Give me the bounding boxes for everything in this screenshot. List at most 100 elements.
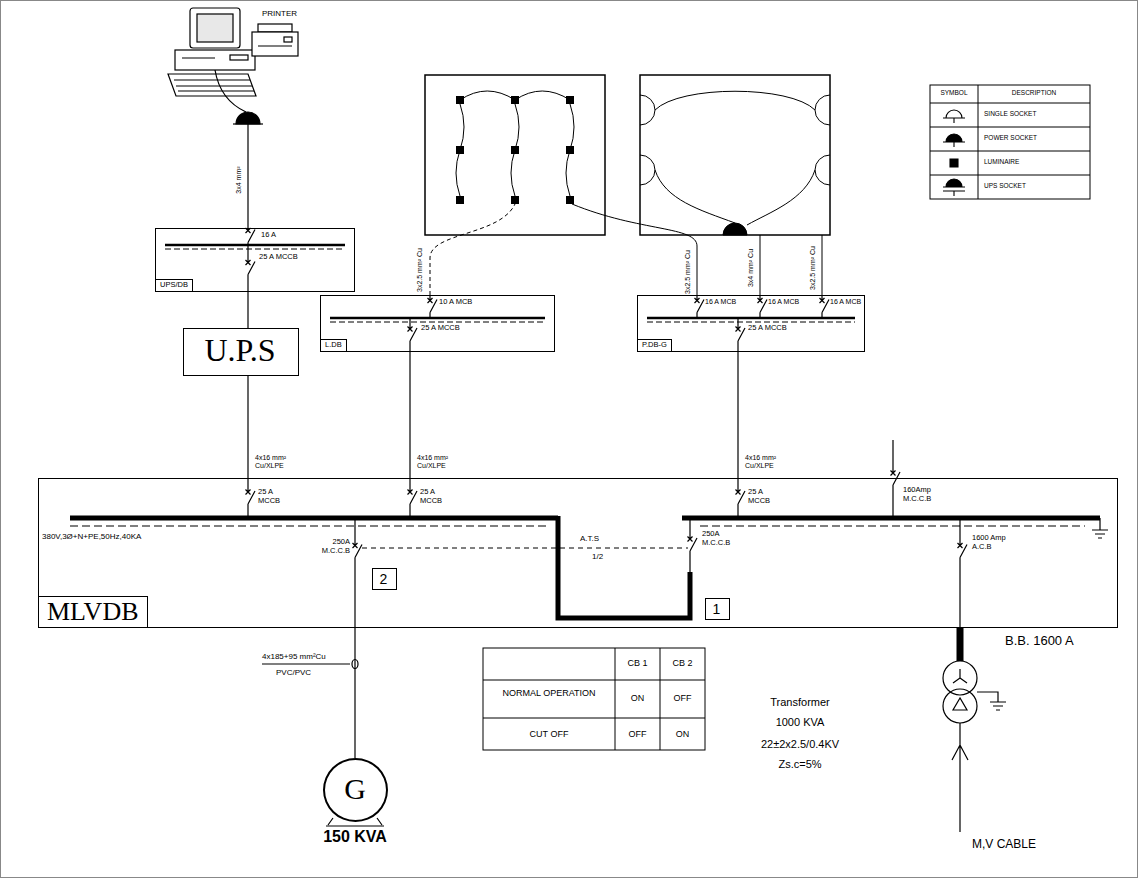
cable-size: 4x16 mm² Cu/XLPE — [417, 454, 457, 470]
breaker-symbol — [758, 295, 768, 318]
breaker-symbol — [820, 295, 830, 318]
node-text: 16 A MCB — [768, 298, 799, 306]
legend-header: SYMBOL — [930, 89, 978, 96]
luminaire-symbol — [456, 104, 464, 196]
breaker-symbol — [246, 228, 968, 585]
room-wiring — [430, 91, 830, 295]
luminaire-symbol — [511, 146, 519, 154]
luminaire-symbol — [566, 196, 574, 204]
table-cell: ON — [660, 729, 705, 739]
transformer-symbol — [957, 628, 964, 661]
room-wiring — [760, 235, 822, 295]
node-text: 25 A MCCB — [748, 488, 782, 505]
legend-text: POWER SOCKET — [984, 134, 1037, 141]
room-outline — [425, 75, 830, 235]
busbar — [1092, 518, 1108, 538]
table-grid — [483, 648, 705, 750]
table-cell: NORMAL OPERATION — [485, 688, 613, 698]
breaker-symbol — [688, 518, 698, 572]
feeder-cable — [354, 628, 355, 758]
callout-box: 1 — [705, 598, 730, 620]
callout-box: 2 — [372, 568, 397, 590]
luminaire-symbol — [456, 146, 464, 154]
luminaire-symbol — [566, 96, 574, 104]
breaker-symbol — [246, 478, 256, 518]
room-wiring — [723, 223, 747, 235]
cable-size: 4x16 mm² Cu/XLPE — [255, 454, 295, 470]
room-wiring — [655, 91, 815, 225]
legend-symbol — [950, 159, 958, 167]
computer-icon — [197, 14, 233, 42]
busbar — [70, 245, 1108, 618]
generator-feeder — [262, 663, 350, 664]
legend-text: SINGLE SOCKET — [984, 110, 1036, 117]
computer-icon — [258, 24, 292, 32]
breaker-symbol — [246, 245, 256, 292]
node-text: 1600 Amp A.C.B — [972, 534, 1024, 551]
luminaire-symbol — [456, 196, 464, 204]
cable-type: PVC/PVC — [276, 668, 311, 677]
breaker-symbol — [695, 295, 705, 318]
power-outlet — [247, 124, 248, 228]
breaker-symbol — [736, 478, 746, 518]
table-grid — [483, 648, 705, 750]
legend-symbol — [943, 110, 965, 196]
computer-icon — [215, 70, 246, 112]
ups-box: U.P.S — [183, 328, 299, 376]
node-text: U.P.S — [184, 332, 296, 369]
breaker-symbol — [958, 518, 968, 585]
luminaire-symbol — [456, 91, 574, 204]
node-text: 1/2 — [592, 552, 603, 561]
busbar — [165, 249, 855, 322]
computer-icon — [284, 37, 292, 42]
busbar — [558, 516, 690, 618]
node-text: 25 A MCCB — [420, 488, 454, 505]
transformer-data: Transformer — [740, 696, 860, 709]
room-wiring — [640, 95, 830, 185]
transformer-symbol — [953, 698, 967, 710]
breaker-symbol — [353, 518, 363, 585]
transformer-symbol — [943, 661, 977, 695]
generator-circle: G150 KVA — [323, 758, 388, 822]
room-wiring — [430, 204, 515, 295]
node-text: P.DB-G — [638, 339, 672, 351]
node-text: 150 KVA — [297, 828, 413, 846]
cable-size: 4x16 mm² Cu/XLPE — [745, 454, 785, 470]
feeder-cable — [247, 292, 248, 328]
cable-size: 3x2.5 mm² Cu — [416, 248, 424, 292]
breaker-symbol — [428, 295, 438, 318]
table-grid — [483, 648, 705, 750]
generator-feeder — [326, 818, 384, 826]
luminaire-symbol — [456, 96, 464, 104]
power-outlet — [236, 112, 260, 124]
computer-icon — [258, 45, 292, 46]
legend-text: UPS SOCKET — [984, 182, 1026, 189]
legend-text: LUMINAIRE — [984, 158, 1019, 165]
distribution-board: 16 A MCB16 A MCB16 A MCB25 A MCCBP.DB-G — [637, 295, 865, 352]
breaker-symbol — [408, 478, 418, 518]
device-label: PRINTER — [262, 9, 297, 18]
node-text: 25 A MCCB — [259, 253, 298, 262]
main-switchboard: MLVDB25 A MCCB25 A MCCB25 A MCCB160Amp M… — [38, 478, 1118, 628]
table-cell: CB 1 — [615, 658, 660, 668]
distribution-board: 16 A25 A MCCBUPS/DB — [155, 228, 355, 292]
transformer-symbol — [977, 692, 1006, 710]
node-text: UPS/DB — [156, 279, 193, 291]
node-text: 25 A MCCB — [258, 488, 292, 505]
room-outline — [425, 75, 605, 235]
computer-icon — [175, 50, 255, 70]
node-text: L.DB — [321, 339, 347, 351]
feeder-cable — [737, 352, 738, 478]
node-text: 250A M.C.C.B — [310, 538, 350, 555]
computer-icon — [182, 57, 215, 58]
breaker-symbol — [891, 440, 901, 518]
breaker-symbol — [246, 228, 256, 245]
node-text: A.T.S — [580, 534, 599, 543]
table-cell: ON — [615, 693, 660, 703]
room-outline — [640, 75, 830, 235]
computer-icon — [190, 8, 240, 48]
cable-size: 3x2.5 mm² Cu — [809, 246, 817, 290]
